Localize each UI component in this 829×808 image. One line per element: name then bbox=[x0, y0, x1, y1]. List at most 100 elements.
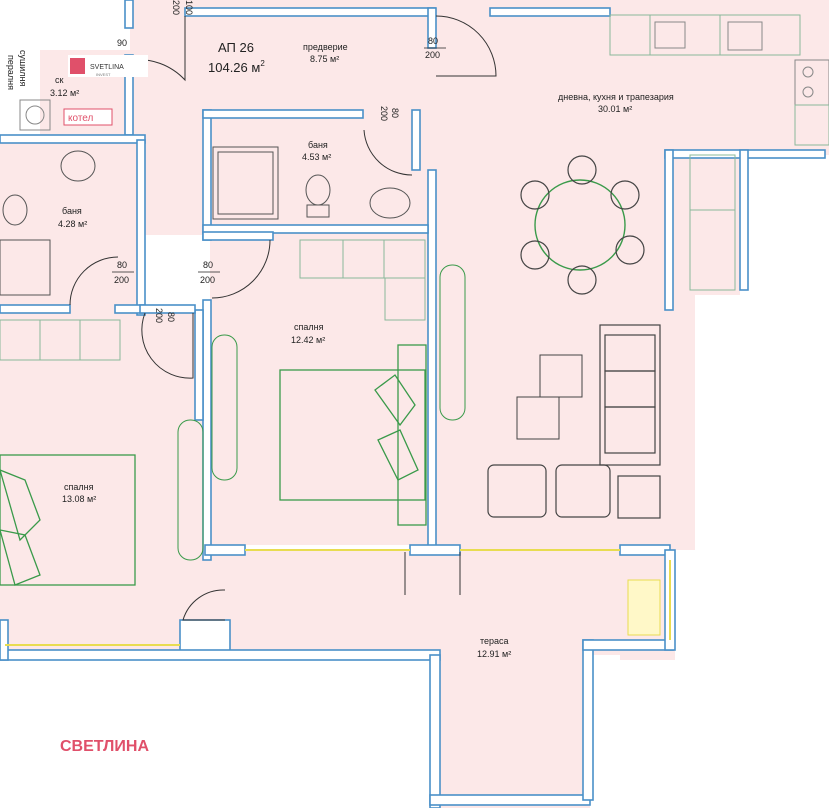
door-dim-d2-w: 80 bbox=[428, 36, 438, 46]
company-logo: SVETLINA INVEST bbox=[68, 55, 148, 77]
floor-bedroom1 bbox=[210, 235, 435, 545]
kitchen-side-counter bbox=[794, 104, 829, 146]
label-kotel: котел bbox=[68, 113, 94, 124]
wall-bath2-top bbox=[0, 134, 146, 144]
wall-top-left bbox=[124, 0, 134, 29]
room-area-terrace: 12.91 м² bbox=[477, 649, 511, 659]
door-dim-d6-h: 200 bbox=[154, 308, 164, 323]
wall-terrace-top-c bbox=[619, 544, 671, 556]
wall-terrace-top-b bbox=[409, 544, 461, 556]
wall-terrace-top bbox=[204, 544, 246, 556]
apartment-area: 104.26 м2 bbox=[208, 59, 265, 75]
door-bath1 bbox=[363, 129, 413, 176]
door-dim-d1-w: 90 bbox=[117, 38, 127, 48]
door-bed2 bbox=[141, 312, 194, 379]
door-dim-d7-w: 100 bbox=[184, 0, 194, 15]
toilet-icon-2 bbox=[2, 194, 28, 226]
room-area-bath2: 4.28 м² bbox=[58, 219, 87, 229]
dining-chairs bbox=[520, 155, 645, 295]
logo-mark-icon bbox=[70, 58, 85, 74]
wall-terrace-rail-left bbox=[429, 654, 441, 808]
bath2-fixtures bbox=[0, 150, 96, 296]
wall-terrace-rail-right bbox=[582, 639, 594, 801]
coffee-table-bottom bbox=[516, 396, 560, 440]
door-dim-d2-h: 200 bbox=[425, 50, 440, 60]
label-sushilnya: сушилня bbox=[18, 50, 28, 86]
door-dim-d3-h: 200 bbox=[379, 106, 389, 121]
washing-machine-icon bbox=[19, 99, 51, 131]
shower-icon bbox=[212, 146, 279, 220]
floor-living-kitchen bbox=[600, 0, 829, 155]
sliding-door-living bbox=[439, 264, 466, 421]
room-name-bath2: баня bbox=[62, 206, 82, 216]
terrace-planter bbox=[627, 579, 661, 636]
brand-watermark: СВЕТЛИНА bbox=[60, 738, 149, 755]
logo-subtext: INVEST bbox=[96, 72, 111, 77]
room-name-living: дневна, кухня и трапезария bbox=[558, 92, 674, 102]
floor-terrace bbox=[180, 550, 620, 655]
wall-bed2-right bbox=[194, 309, 204, 421]
door-dim-d5-h: 200 bbox=[200, 275, 215, 285]
dish-rack-icon bbox=[654, 21, 686, 49]
floor-bath2 bbox=[0, 140, 140, 310]
door-bath2 bbox=[69, 256, 119, 306]
door-dim-d6-w: 80 bbox=[166, 312, 176, 322]
room-area-bedroom1: 12.42 м² bbox=[291, 335, 325, 345]
door-dim-d7-h: 200 bbox=[171, 0, 181, 15]
coffee-table-top bbox=[539, 354, 583, 398]
washbasin-icon-2 bbox=[60, 150, 96, 182]
wall-bath2-bottom bbox=[0, 304, 71, 314]
logo-text: SVETLINA bbox=[90, 64, 124, 71]
room-name-bedroom1: спалня bbox=[294, 322, 324, 332]
bedroom2-wardrobe bbox=[0, 319, 121, 361]
wall-terrace-rail-bottom bbox=[429, 794, 591, 806]
door-dim-d4-w: 80 bbox=[117, 260, 127, 270]
wall-left-edge bbox=[0, 619, 9, 661]
kitchen-counter bbox=[609, 14, 801, 56]
room-area-bedroom2: 13.08 м² bbox=[62, 494, 96, 504]
wall-bath1-bottom bbox=[202, 224, 429, 234]
bath1-fixtures bbox=[212, 146, 411, 220]
room-name-terrace: тераса bbox=[480, 636, 509, 646]
sink-icon bbox=[727, 21, 763, 51]
wall-terrace-rail bbox=[0, 649, 441, 661]
living-cabinet bbox=[689, 154, 736, 291]
room-area-storage: 3.12 м² bbox=[50, 88, 79, 98]
sofa bbox=[599, 324, 661, 466]
wall-bath1-top bbox=[202, 109, 364, 119]
sliding-door-bed2 bbox=[177, 419, 204, 561]
bedroom2-bed bbox=[0, 454, 136, 586]
bathtub-icon bbox=[0, 239, 51, 296]
bedroom1-wardrobe bbox=[299, 239, 426, 321]
room-name-bedroom2: спалня bbox=[64, 482, 94, 492]
room-name-bath1: баня bbox=[308, 140, 328, 150]
floor-terrace-lower bbox=[430, 650, 590, 808]
door-terrace bbox=[182, 589, 226, 621]
wall-top bbox=[184, 7, 436, 17]
furniture bbox=[0, 14, 829, 636]
wall-living-right-b bbox=[739, 149, 749, 291]
wall-bed1-top bbox=[202, 231, 274, 241]
door-dim-d4-h: 200 bbox=[114, 275, 129, 285]
label-peralnya: пералня bbox=[6, 55, 16, 90]
apartment-title: АП 26 bbox=[218, 40, 254, 55]
door-living bbox=[435, 15, 497, 77]
wall-hall-right-b bbox=[427, 169, 437, 551]
room-name-hall: предверие bbox=[303, 42, 348, 52]
armchairs bbox=[487, 464, 661, 519]
bedroom1-bed bbox=[279, 344, 427, 526]
room-area-hall: 8.75 м² bbox=[310, 54, 339, 64]
wall-living-right-col bbox=[664, 149, 674, 311]
wall-bed1-left bbox=[202, 299, 212, 561]
wall-terrace-rail-corner bbox=[582, 639, 674, 651]
door-dim-d5-w: 80 bbox=[203, 260, 213, 270]
room-area-bath1: 4.53 м² bbox=[302, 152, 331, 162]
washbasin-icon bbox=[369, 187, 411, 219]
door-dim-d3-w: 80 bbox=[390, 108, 400, 118]
wall-top-right bbox=[489, 7, 611, 17]
kotel-box bbox=[63, 108, 113, 126]
room-name-storage: ск bbox=[55, 75, 64, 85]
dining-table bbox=[534, 179, 626, 271]
